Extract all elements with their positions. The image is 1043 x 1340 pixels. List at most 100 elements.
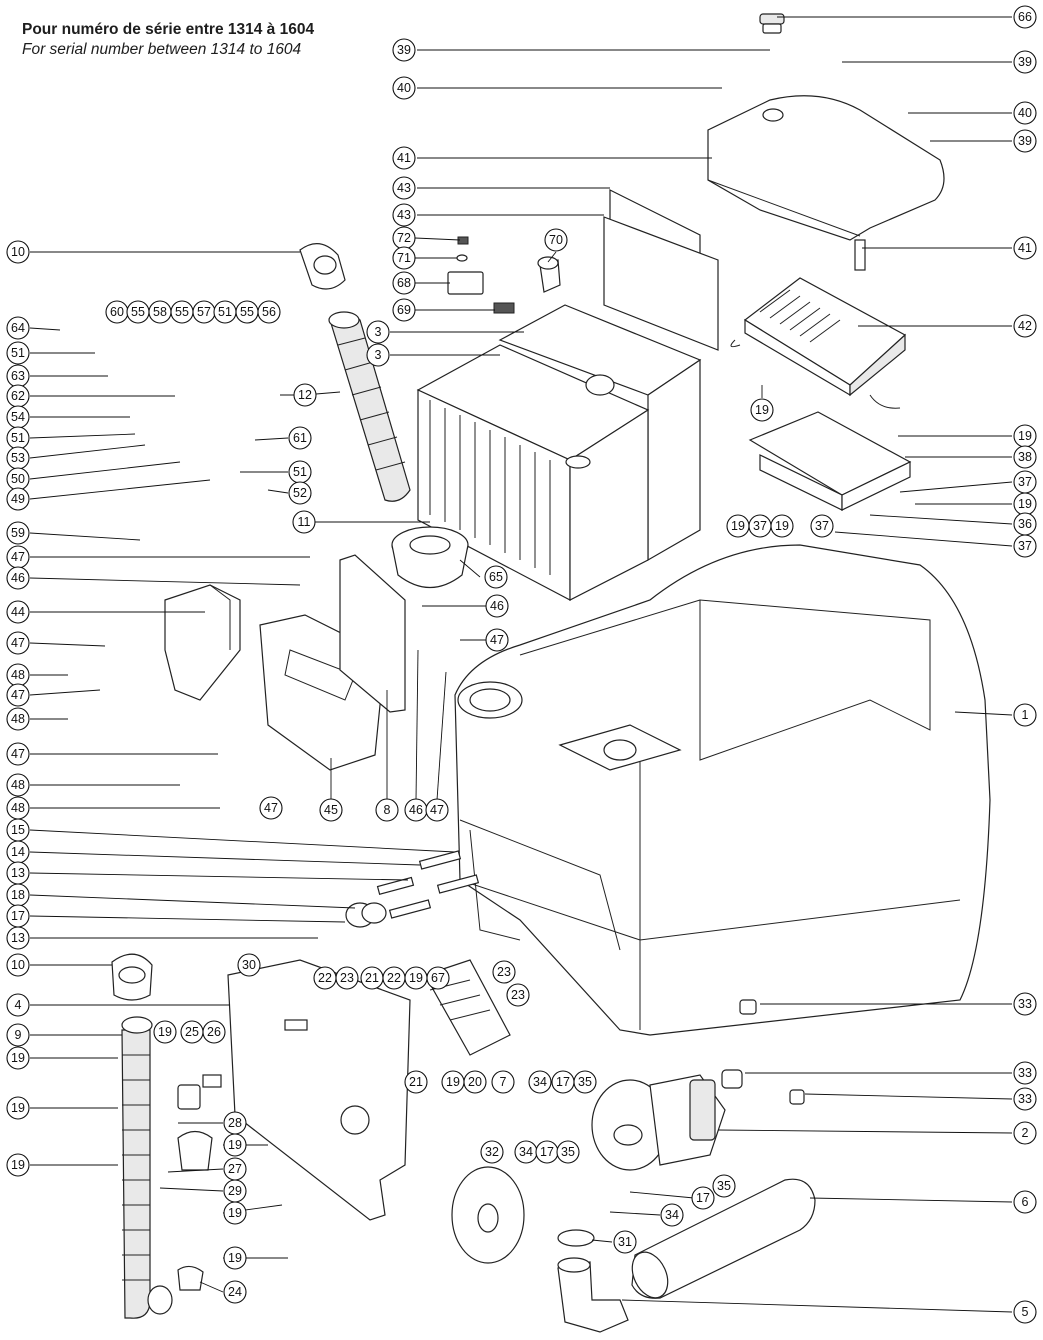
callout-19: 19 <box>750 398 774 422</box>
svg-text:50: 50 <box>11 472 25 486</box>
callout-59: 59 <box>6 521 30 545</box>
svg-text:13: 13 <box>11 866 25 880</box>
svg-text:55: 55 <box>131 305 145 319</box>
callout-10: 10 <box>6 240 30 264</box>
svg-text:19: 19 <box>228 1206 242 1220</box>
plate-4-drawing <box>227 959 411 1221</box>
hose-9-drawing <box>121 1016 173 1319</box>
svg-text:62: 62 <box>11 389 25 403</box>
svg-text:19: 19 <box>11 1051 25 1065</box>
callout-48: 48 <box>6 796 30 820</box>
top-cover-drawing <box>707 95 945 271</box>
svg-text:43: 43 <box>397 208 411 222</box>
svg-text:53: 53 <box>11 451 25 465</box>
callout-33: 33 <box>1013 1087 1037 1111</box>
svg-text:63: 63 <box>11 369 25 383</box>
callout-37: 37 <box>1013 534 1037 558</box>
svg-text:58: 58 <box>153 305 167 319</box>
svg-text:5: 5 <box>1022 1305 1029 1319</box>
callout-34: 34 <box>514 1140 538 1164</box>
cuff-10-lower-drawing <box>111 953 153 1001</box>
svg-text:47: 47 <box>11 550 25 564</box>
callout-11: 11 <box>292 510 316 534</box>
svg-text:70: 70 <box>549 233 563 247</box>
svg-text:31: 31 <box>618 1235 632 1249</box>
svg-text:54: 54 <box>11 410 25 424</box>
svg-text:19: 19 <box>446 1075 460 1089</box>
callout-22: 22 <box>382 966 406 990</box>
svg-text:55: 55 <box>175 305 189 319</box>
callout-19: 19 <box>153 1020 177 1044</box>
svg-text:23: 23 <box>340 971 354 985</box>
motor-drawing <box>591 1074 726 1171</box>
svg-text:37: 37 <box>753 519 767 533</box>
callout-72: 72 <box>392 226 416 250</box>
callout-37: 37 <box>810 514 834 538</box>
callout-45: 45 <box>319 798 343 822</box>
callout-71: 71 <box>392 246 416 270</box>
svg-text:34: 34 <box>519 1145 533 1159</box>
diagram-header: Pour numéro de série entre 1314 à 1604 F… <box>22 20 314 60</box>
svg-text:10: 10 <box>11 958 25 972</box>
svg-text:61: 61 <box>293 431 307 445</box>
callout-36: 36 <box>1013 512 1037 536</box>
svg-text:9: 9 <box>15 1028 22 1042</box>
svg-text:47: 47 <box>11 688 25 702</box>
svg-text:35: 35 <box>717 1179 731 1193</box>
callout-20: 20 <box>463 1070 487 1094</box>
callout-19: 19 <box>223 1133 247 1157</box>
batteries-drawing <box>416 304 702 601</box>
svg-text:24: 24 <box>228 1285 242 1299</box>
svg-text:40: 40 <box>1018 106 1032 120</box>
pads-drawing <box>603 189 719 351</box>
svg-text:41: 41 <box>397 151 411 165</box>
title-french: Pour numéro de série entre 1314 à 1604 <box>22 21 315 38</box>
callout-3: 3 <box>366 320 390 344</box>
callout-19: 19 <box>6 1046 30 1070</box>
callout-3: 3 <box>366 343 390 367</box>
callouts: 66 39 39 39 40 40 41 41 43 43 72 71 70 6… <box>6 5 1037 1324</box>
svg-text:48: 48 <box>11 801 25 815</box>
svg-text:22: 22 <box>387 971 401 985</box>
callout-19: 19 <box>223 1201 247 1225</box>
svg-text:11: 11 <box>298 515 311 529</box>
svg-text:3: 3 <box>375 325 382 339</box>
svg-text:19: 19 <box>228 1138 242 1152</box>
callout-51: 51 <box>213 300 237 324</box>
callout-35: 35 <box>712 1174 736 1198</box>
callout-56: 56 <box>257 300 281 324</box>
callout-48: 48 <box>6 663 30 687</box>
svg-text:38: 38 <box>1018 450 1032 464</box>
svg-text:19: 19 <box>1018 497 1032 511</box>
callout-38: 38 <box>1013 445 1037 469</box>
tube-6-drawing <box>631 1178 816 1299</box>
posts-drawing <box>376 850 480 919</box>
callout-34: 34 <box>528 1070 552 1094</box>
callout-29: 29 <box>223 1179 247 1203</box>
callout-58: 58 <box>148 300 172 324</box>
callout-49: 49 <box>6 487 30 511</box>
svg-text:14: 14 <box>11 845 25 859</box>
callout-57: 57 <box>192 300 216 324</box>
callout-18: 18 <box>6 883 30 907</box>
svg-text:69: 69 <box>397 303 411 317</box>
svg-text:37: 37 <box>815 519 829 533</box>
svg-text:4: 4 <box>15 998 22 1012</box>
callout-19: 19 <box>223 1246 247 1270</box>
svg-text:49: 49 <box>11 492 25 506</box>
callout-35: 35 <box>573 1070 597 1094</box>
svg-text:47: 47 <box>430 803 444 817</box>
callout-51: 51 <box>288 460 312 484</box>
callout-67: 67 <box>426 966 450 990</box>
callout-55: 55 <box>126 300 150 324</box>
svg-text:17: 17 <box>556 1075 570 1089</box>
callout-47: 47 <box>6 742 30 766</box>
callout-41: 41 <box>1013 236 1037 260</box>
cuff-10-top-drawing <box>299 243 346 290</box>
svg-text:25: 25 <box>185 1025 199 1039</box>
callout-15: 15 <box>6 818 30 842</box>
callout-65: 65 <box>484 565 508 589</box>
svg-text:18: 18 <box>11 888 25 902</box>
ring-31-drawing <box>557 1229 595 1247</box>
svg-text:47: 47 <box>264 801 278 815</box>
